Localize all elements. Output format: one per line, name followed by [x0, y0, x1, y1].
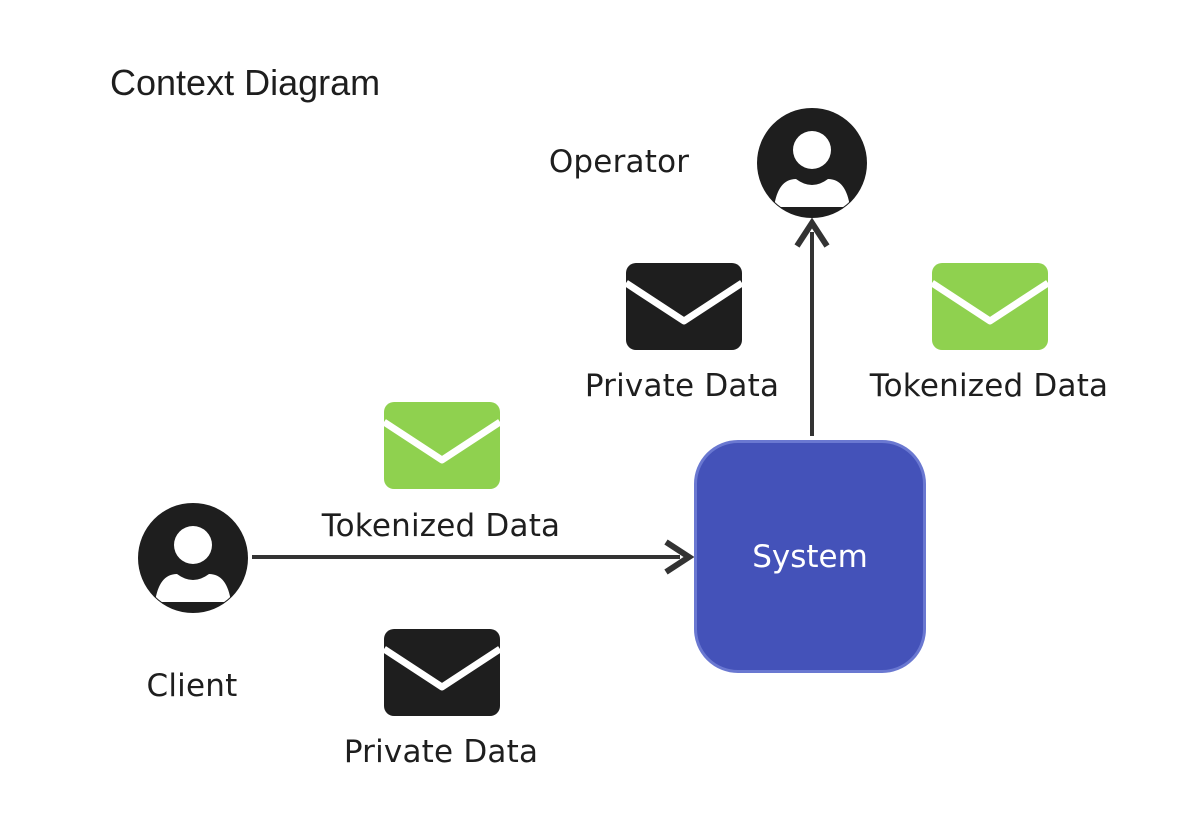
operator-label: Operator	[548, 144, 690, 180]
operator-private-data-label: Private Data	[584, 368, 780, 404]
operator-tokenized-data-label: Tokenized Data	[869, 368, 1109, 404]
client-private-data-label: Private Data	[343, 734, 539, 770]
system-node: System	[694, 440, 926, 673]
arrowhead-system-to-operator	[794, 217, 830, 248]
diagram-title: Context Diagram	[110, 62, 381, 103]
client-label: Client	[146, 668, 238, 704]
private-data-envelope-icon	[626, 263, 742, 350]
system-label: System	[752, 538, 868, 575]
private-data-envelope-icon	[384, 629, 500, 716]
tokenized-data-envelope-icon	[932, 263, 1048, 350]
operator-person-icon	[757, 108, 867, 218]
client-person-icon	[138, 503, 248, 613]
tokenized-data-envelope-icon	[384, 402, 500, 489]
client-tokenized-data-label: Tokenized Data	[321, 508, 561, 544]
arrowhead-client-to-system	[664, 539, 695, 575]
